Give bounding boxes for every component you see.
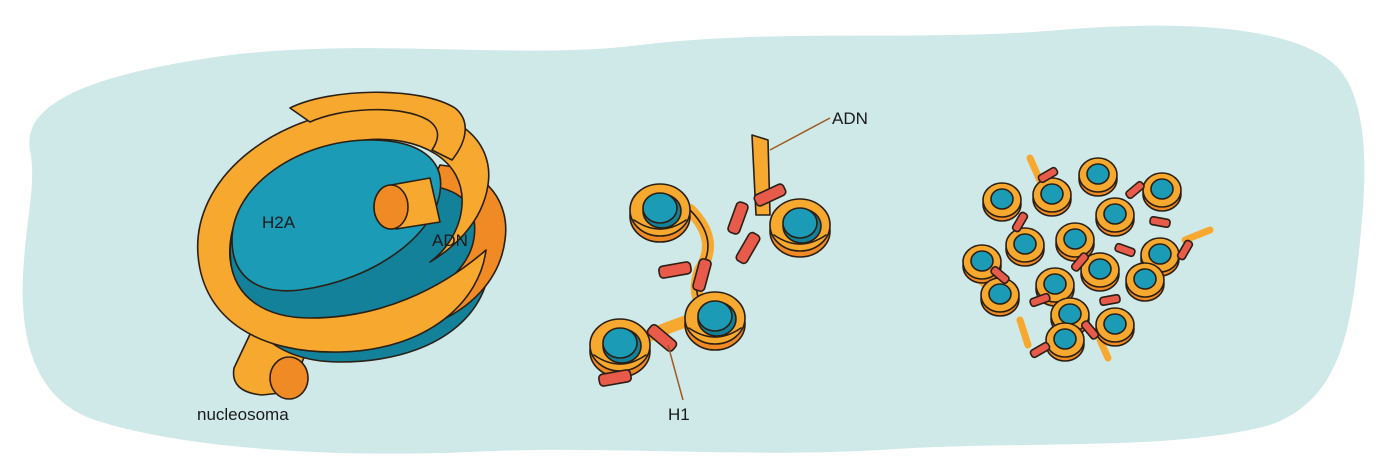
dna-end-cap-bottom [270,357,308,399]
fiber-nucleosome [770,199,830,257]
condensed-nucleosome [1143,173,1181,211]
condensed-nucleosome [1079,158,1117,196]
label-h1: H1 [668,405,690,424]
fiber-nucleosome [590,319,650,377]
condensed-nucleosome [1096,308,1134,346]
condensed-nucleosome [1126,263,1164,301]
condensed-nucleosome [981,278,1019,316]
fiber-nucleosome [685,292,745,350]
condensed-nucleosome [1096,198,1134,236]
label-adn-fiber: ADN [832,109,868,128]
fiber-nucleosome [630,184,690,242]
label-h2a: H2A [262,213,296,232]
label-adn-nucleosome: ADN [432,231,468,250]
condensed-nucleosome [1006,228,1044,266]
condensed-nucleosome [1046,323,1084,361]
condensed-nucleosome [983,183,1021,221]
condensed-nucleosome [1033,178,1071,216]
label-nucleosoma: nucleosoma [197,405,289,424]
